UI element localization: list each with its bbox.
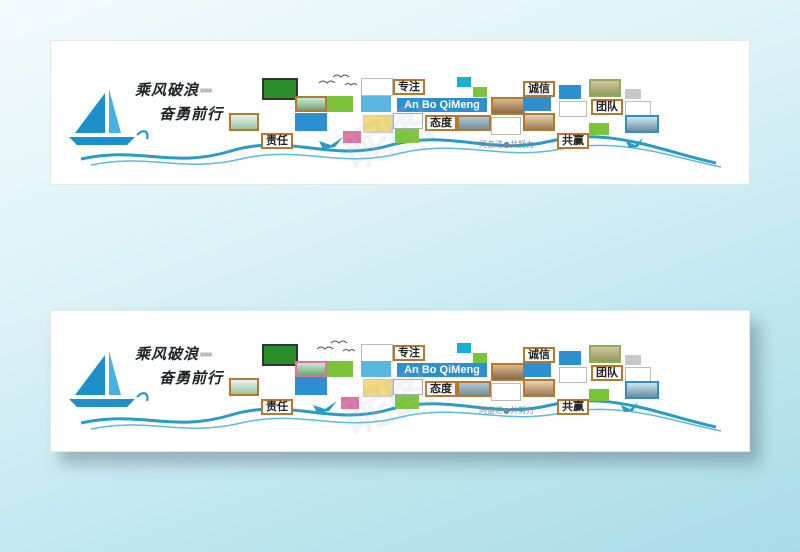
photo-tile <box>229 113 259 131</box>
slogan-line-2: 奋勇前行 <box>159 105 224 123</box>
tile <box>262 78 298 100</box>
tile <box>625 355 641 365</box>
tile <box>361 78 393 96</box>
brand-banner: An Bo QiMeng <box>397 363 487 377</box>
bird-icon <box>319 137 643 149</box>
brand-banner: An Bo QiMeng <box>397 98 487 112</box>
arrows-decoration: ››››››››› <box>199 85 213 96</box>
photo-tile <box>295 361 327 377</box>
tile <box>523 363 551 377</box>
label-taidu: 态度 <box>425 381 457 397</box>
slogan-line-1: 乘风破浪 <box>135 81 200 99</box>
tile <box>559 351 581 365</box>
photo-tile <box>229 378 259 396</box>
photo-tile <box>589 345 621 363</box>
tile <box>491 383 521 401</box>
label-zeren: 责任 <box>261 133 293 149</box>
tile <box>393 113 423 129</box>
tile <box>457 343 471 353</box>
tile <box>295 377 327 395</box>
photo-tile <box>491 363 525 381</box>
tile <box>473 87 487 97</box>
label-gongying: 共赢 <box>557 133 589 149</box>
label-chengxin: 诚信 <box>523 347 555 363</box>
tile <box>589 123 609 135</box>
tile <box>343 131 361 143</box>
photo-tile <box>457 115 491 131</box>
tile <box>361 96 391 112</box>
photo-tile <box>491 97 525 115</box>
tile <box>559 85 581 99</box>
label-tuandui: 团队 <box>591 365 623 381</box>
tile <box>361 361 391 377</box>
tile <box>559 367 587 383</box>
label-taidu: 态度 <box>425 115 457 131</box>
seagulls-icon <box>318 74 358 86</box>
label-zeren: 责任 <box>261 399 293 415</box>
wave-decoration <box>69 74 722 168</box>
photo-tile <box>625 381 659 399</box>
tile <box>395 129 419 143</box>
label-tuandui: 团队 <box>591 99 623 115</box>
arrows-decoration: ››››››››› <box>199 349 213 360</box>
slogan-line-2: 奋勇前行 <box>159 369 224 387</box>
tile <box>523 97 551 111</box>
label-zhuanzhu: 专注 <box>393 345 425 361</box>
sailboat-icon <box>69 89 149 145</box>
label-gongying: 共赢 <box>557 399 589 415</box>
motto-text: 同奋进●共努力 <box>479 140 534 149</box>
tile <box>473 353 487 363</box>
wave-decoration <box>69 340 722 432</box>
photo-tile <box>523 379 555 397</box>
photo-tile <box>589 79 621 97</box>
tile <box>625 89 641 99</box>
tile <box>393 379 423 395</box>
tile <box>327 96 353 112</box>
tile <box>559 101 587 117</box>
photo-tile <box>523 113 555 131</box>
tile <box>395 395 419 409</box>
label-zhuanzhu: 专注 <box>393 79 425 95</box>
seagulls-icon <box>316 340 356 352</box>
photo-tile <box>457 381 491 397</box>
tile <box>262 344 298 366</box>
tile <box>457 77 471 87</box>
tile <box>363 379 393 397</box>
tile <box>491 117 521 135</box>
slogan-line-1: 乘风破浪 <box>135 345 200 363</box>
tile <box>295 113 327 131</box>
label-chengxin: 诚信 <box>523 81 555 97</box>
bird-icon <box>313 401 638 413</box>
tile <box>363 115 393 133</box>
photo-tile <box>295 96 327 112</box>
culture-wall-board-bottom: 乘风破浪 奋勇前行 ››››››››› 专注 诚信 态度 团队 责任 共赢 An… <box>50 310 750 452</box>
tile <box>361 344 393 362</box>
culture-wall-board-top: 乘风破浪 奋勇前行 ››››››››› 专注 诚信 态度 团队 责任 共赢 An… <box>50 40 750 185</box>
sailboat-icon <box>69 351 149 407</box>
photo-tile <box>625 115 659 133</box>
tile <box>589 389 609 401</box>
motto-text: 同奋进●共努力 <box>479 406 534 415</box>
tile <box>341 397 359 409</box>
tile <box>327 361 353 377</box>
